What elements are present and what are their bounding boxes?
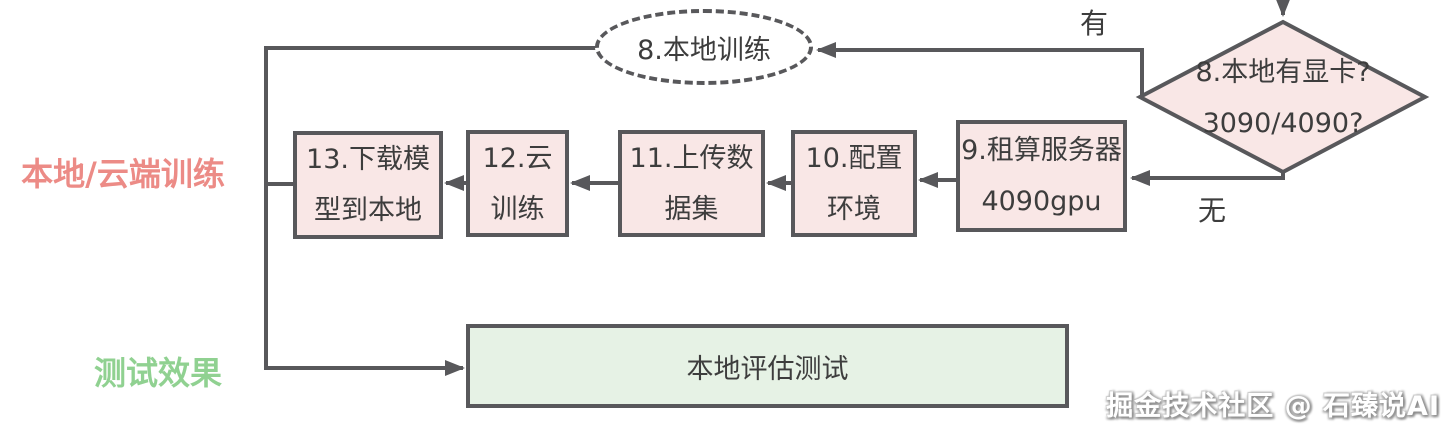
decision-diamond-shape <box>1135 19 1430 175</box>
edge-to-eval-arrow <box>264 46 597 376</box>
node-local-eval-label: 本地评估测试 <box>686 353 849 385</box>
node-setup-env: 10.配置 环境 <box>791 130 917 237</box>
gpu-decision-line1: 8.本地有显卡? <box>1195 56 1371 88</box>
rent-server-line2: 4090gpu <box>981 186 1102 217</box>
setup-env-line1: 10.配置 <box>805 142 903 174</box>
node-download-model: 13.下载模 型到本地 <box>293 131 443 239</box>
node-upload-dataset: 11.上传数 据集 <box>618 130 765 237</box>
node-rent-server: 9.租算服务器 4090gpu <box>956 120 1127 232</box>
download-model-line2: 型到本地 <box>314 195 422 226</box>
edge-yes-arrow <box>816 42 1144 95</box>
download-model-line1: 13.下载模 <box>306 144 430 175</box>
row-label-testing: 测试效果 <box>93 354 222 392</box>
upload-dataset-line1: 11.上传数 <box>629 142 754 174</box>
edge-no-arrow <box>1130 170 1285 186</box>
cloud-training-line1: 12.云 <box>482 142 553 174</box>
node-local-training: 8.本地训练 <box>595 9 813 85</box>
upload-dataset-line2: 据集 <box>664 193 719 225</box>
watermark: 掘金技术社区 @ 石臻说AI <box>1106 391 1440 422</box>
setup-env-line2: 环境 <box>827 193 881 225</box>
node-local-training-label: 8.本地训练 <box>637 34 771 66</box>
edge-label-no: 无 <box>1198 194 1227 227</box>
node-gpu-decision-label: 8.本地有显卡? 3090/4090? <box>1158 46 1408 149</box>
rent-server-line1: 9.租算服务器 <box>961 135 1122 166</box>
edge-label-yes: 有 <box>1080 7 1109 40</box>
cloud-training-line2: 训练 <box>490 193 545 225</box>
gpu-decision-line2: 3090/4090? <box>1202 107 1364 139</box>
row-label-training: 本地/云端训练 <box>21 155 225 193</box>
node-local-eval: 本地评估测试 <box>466 324 1069 408</box>
node-cloud-training: 12.云 训练 <box>466 130 569 237</box>
